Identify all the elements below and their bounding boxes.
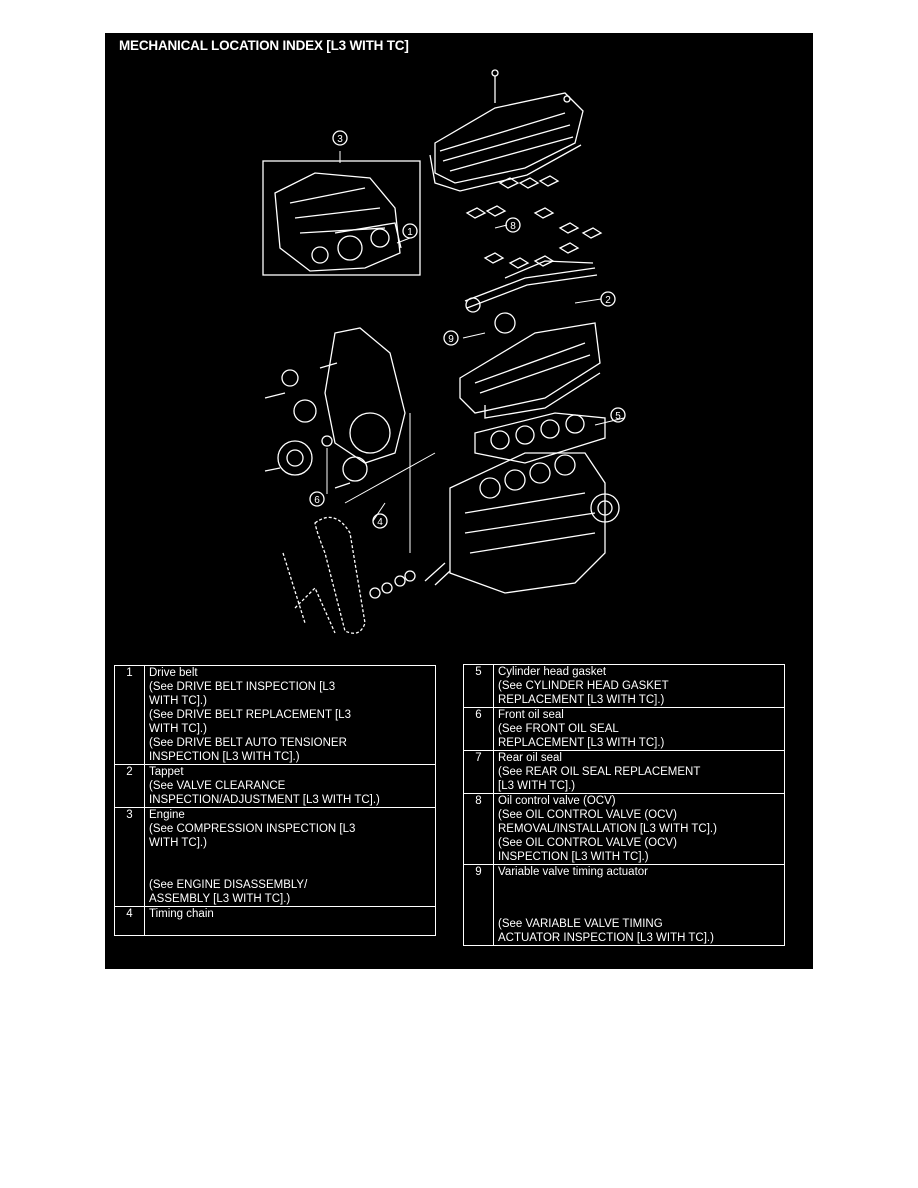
item-number: 6 — [463, 707, 494, 751]
front-cover-pulleys — [264, 327, 406, 489]
callout-8: 8 — [510, 221, 516, 232]
item-number: 1 — [114, 665, 145, 765]
item-description: Drive belt (See DRIVE BELT INSPECTION [L… — [144, 665, 436, 765]
timing-chain — [282, 516, 366, 634]
document-panel: MECHANICAL LOCATION INDEX [L3 WITH TC] — [105, 33, 813, 969]
callouts: 3 1 8 2 9 5 4 6 — [309, 130, 626, 529]
table-row: 9 Variable valve timing actuator (See VA… — [463, 864, 785, 946]
table-row: 4 Timing chain — [114, 906, 436, 936]
item-description: Rear oil seal (See REAR OIL SEAL REPLACE… — [493, 750, 785, 794]
page-title: MECHANICAL LOCATION INDEX [L3 WITH TC] — [119, 38, 409, 53]
item-description: Variable valve timing actuator (See VARI… — [493, 864, 785, 946]
cylinder-head-gasket — [474, 412, 606, 464]
item-description: Front oil seal (See FRONT OIL SEAL REPLA… — [493, 707, 785, 751]
item-number: 8 — [463, 793, 494, 865]
item-number: 7 — [463, 750, 494, 794]
engine-exploded-diagram: 3 1 8 2 9 5 4 6 — [262, 69, 626, 634]
cylinder-head — [459, 322, 601, 419]
table-row: 2 Tappet (See VALVE CLEARANCE INSPECTION… — [114, 764, 436, 808]
leader-lines — [326, 151, 625, 553]
cylinder-head-cover — [429, 69, 584, 192]
item-number: 9 — [463, 864, 494, 946]
callout-4: 4 — [377, 517, 383, 528]
item-description: Timing chain — [144, 906, 436, 936]
item-number: 5 — [463, 664, 494, 708]
callout-1: 1 — [407, 227, 413, 238]
item-number: 3 — [114, 807, 145, 907]
item-description: Cylinder head gasket (See CYLINDER HEAD … — [493, 664, 785, 708]
callout-3: 3 — [337, 134, 343, 145]
crank-sprocket-parts — [369, 562, 451, 599]
table-row: 7 Rear oil seal (See REAR OIL SEAL REPLA… — [463, 750, 785, 794]
index-table-right: 5 Cylinder head gasket (See CYLINDER HEA… — [463, 664, 785, 946]
callout-9: 9 — [448, 334, 454, 345]
item-description: Engine (See COMPRESSION INSPECTION [L3 W… — [144, 807, 436, 907]
table-row: 1 Drive belt (See DRIVE BELT INSPECTION … — [114, 665, 436, 765]
callout-2: 2 — [605, 295, 611, 306]
item-description: Tappet (See VALVE CLEARANCE INSPECTION/A… — [144, 764, 436, 808]
item-number: 4 — [114, 906, 145, 936]
item-description: Oil control valve (OCV) (See OIL CONTROL… — [493, 793, 785, 865]
table-row: 6 Front oil seal (See FRONT OIL SEAL REP… — [463, 707, 785, 751]
index-table-left: 1 Drive belt (See DRIVE BELT INSPECTION … — [114, 665, 436, 936]
table-row: 3 Engine (See COMPRESSION INSPECTION [L3… — [114, 807, 436, 907]
callout-5: 5 — [615, 411, 621, 422]
callout-6: 6 — [314, 495, 320, 506]
cylinder-block — [449, 452, 620, 594]
table-row: 5 Cylinder head gasket (See CYLINDER HEA… — [463, 664, 785, 708]
table-row: 8 Oil control valve (OCV) (See OIL CONTR… — [463, 793, 785, 865]
camshaft-caps — [464, 175, 603, 334]
engine-inset — [262, 160, 421, 276]
item-number: 2 — [114, 764, 145, 808]
